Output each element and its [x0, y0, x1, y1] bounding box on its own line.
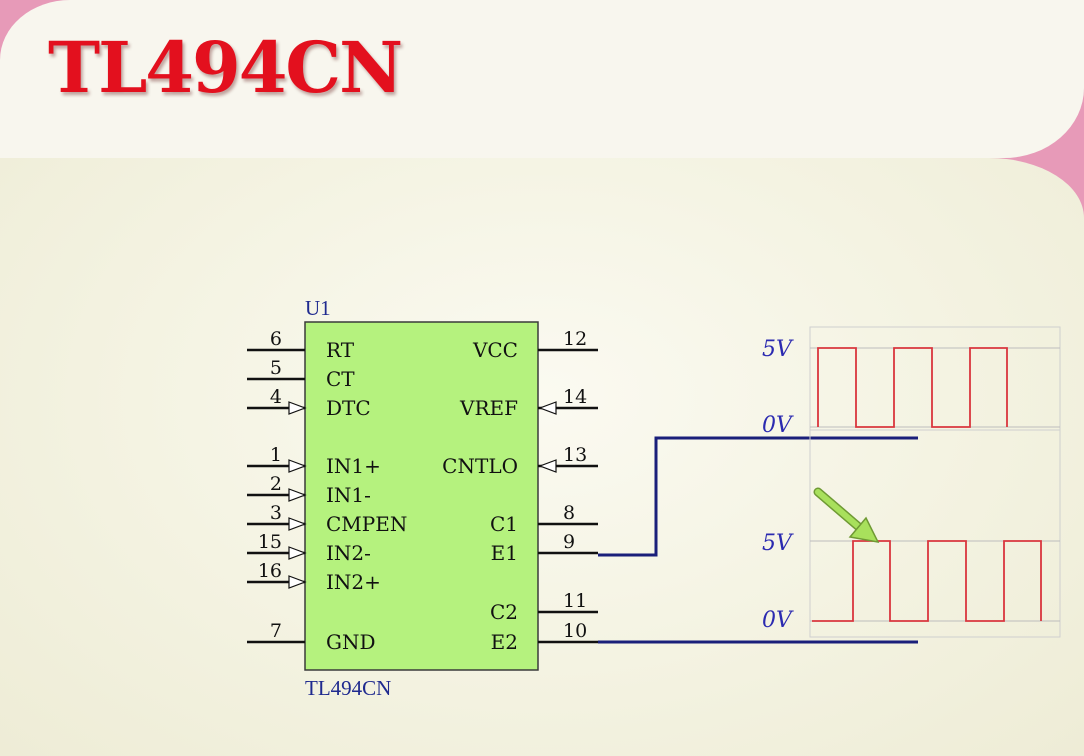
pin-number-12: 12 — [563, 328, 587, 350]
pin-number-11: 11 — [563, 590, 587, 612]
waveform-top-high-label: 5V — [762, 337, 794, 362]
pin-number-2: 2 — [270, 473, 282, 495]
pin-label-in1: IN1- — [326, 483, 371, 507]
pin-number-10: 10 — [563, 620, 587, 642]
pin-number-8: 8 — [563, 502, 575, 524]
chip-reference: U1 — [305, 296, 331, 320]
pin-label-in2: IN2- — [326, 541, 371, 565]
pin-number-6: 6 — [270, 328, 282, 350]
pin-number-4: 4 — [270, 386, 282, 408]
pin-label-c2: C2 — [490, 600, 518, 624]
pin-input-arrow-2 — [288, 488, 307, 502]
pin-label-in1: IN1+ — [326, 454, 381, 478]
pin-number-13: 13 — [563, 444, 587, 466]
pin-number-3: 3 — [270, 502, 282, 524]
pin-number-14: 14 — [563, 386, 587, 408]
waveform-bottom-signal — [812, 540, 1042, 622]
chip-body — [304, 321, 539, 671]
pin-input-arrow-14 — [538, 401, 557, 415]
pin-input-arrow-1 — [288, 459, 307, 473]
pin-number-1: 1 — [270, 444, 282, 466]
chip-pins: 6 RT 5 CT 4 DTC 1 IN1+ 2 IN1- 3 CMPEN 15 IN2- 16 IN2+ 7 G… — [247, 328, 598, 654]
pin-number-16: 16 — [258, 560, 282, 582]
pin-number-7: 7 — [270, 620, 282, 642]
pin-label-in2: IN2+ — [326, 570, 381, 594]
pin-input-arrow-13 — [538, 459, 557, 473]
chip-part-number: TL494CN — [305, 676, 391, 700]
waveform-top-low-label: 0V — [762, 413, 794, 438]
pin-label-rt: RT — [326, 338, 355, 362]
pin-label-cntlo: CNTLO — [442, 454, 518, 478]
waveform-bottom-high-label: 5V — [762, 531, 794, 556]
pin-label-c1: C1 — [490, 512, 518, 536]
wire-e1 — [598, 436, 918, 557]
pin-number-5: 5 — [270, 357, 282, 379]
slide-title: TL494CN — [48, 26, 403, 109]
pin-label-dtc: DTC — [326, 396, 371, 420]
pin-input-arrow-4 — [288, 401, 307, 415]
pin-label-gnd: GND — [326, 630, 376, 654]
pin-number-9: 9 — [563, 531, 575, 553]
pin-label-ct: CT — [326, 367, 355, 391]
pin-input-arrow-16 — [288, 575, 307, 589]
pin-input-arrow-15 — [288, 546, 307, 560]
pin-number-15: 15 — [258, 531, 282, 553]
pointer-arrow — [813, 487, 880, 544]
title-band: TL494CN — [0, 0, 1084, 158]
waveform-top: 5V 0V — [762, 326, 1061, 438]
waveform-top-signal — [817, 347, 1008, 428]
pin-label-vref: VREF — [459, 396, 518, 420]
waveform-bottom: 5V 0V — [762, 429, 1061, 638]
pin-input-arrow-3 — [288, 517, 307, 531]
content-panel — [0, 158, 1084, 756]
pin-label-e1: E1 — [491, 541, 518, 565]
pin-label-e2: E2 — [491, 630, 518, 654]
waveform-top-frame — [809, 326, 1061, 431]
pin-label-vcc: VCC — [472, 338, 518, 362]
waveform-bottom-frame — [809, 429, 1061, 638]
waveform-bottom-low-label: 0V — [762, 608, 794, 633]
pin-label-cmpen: CMPEN — [326, 512, 407, 536]
